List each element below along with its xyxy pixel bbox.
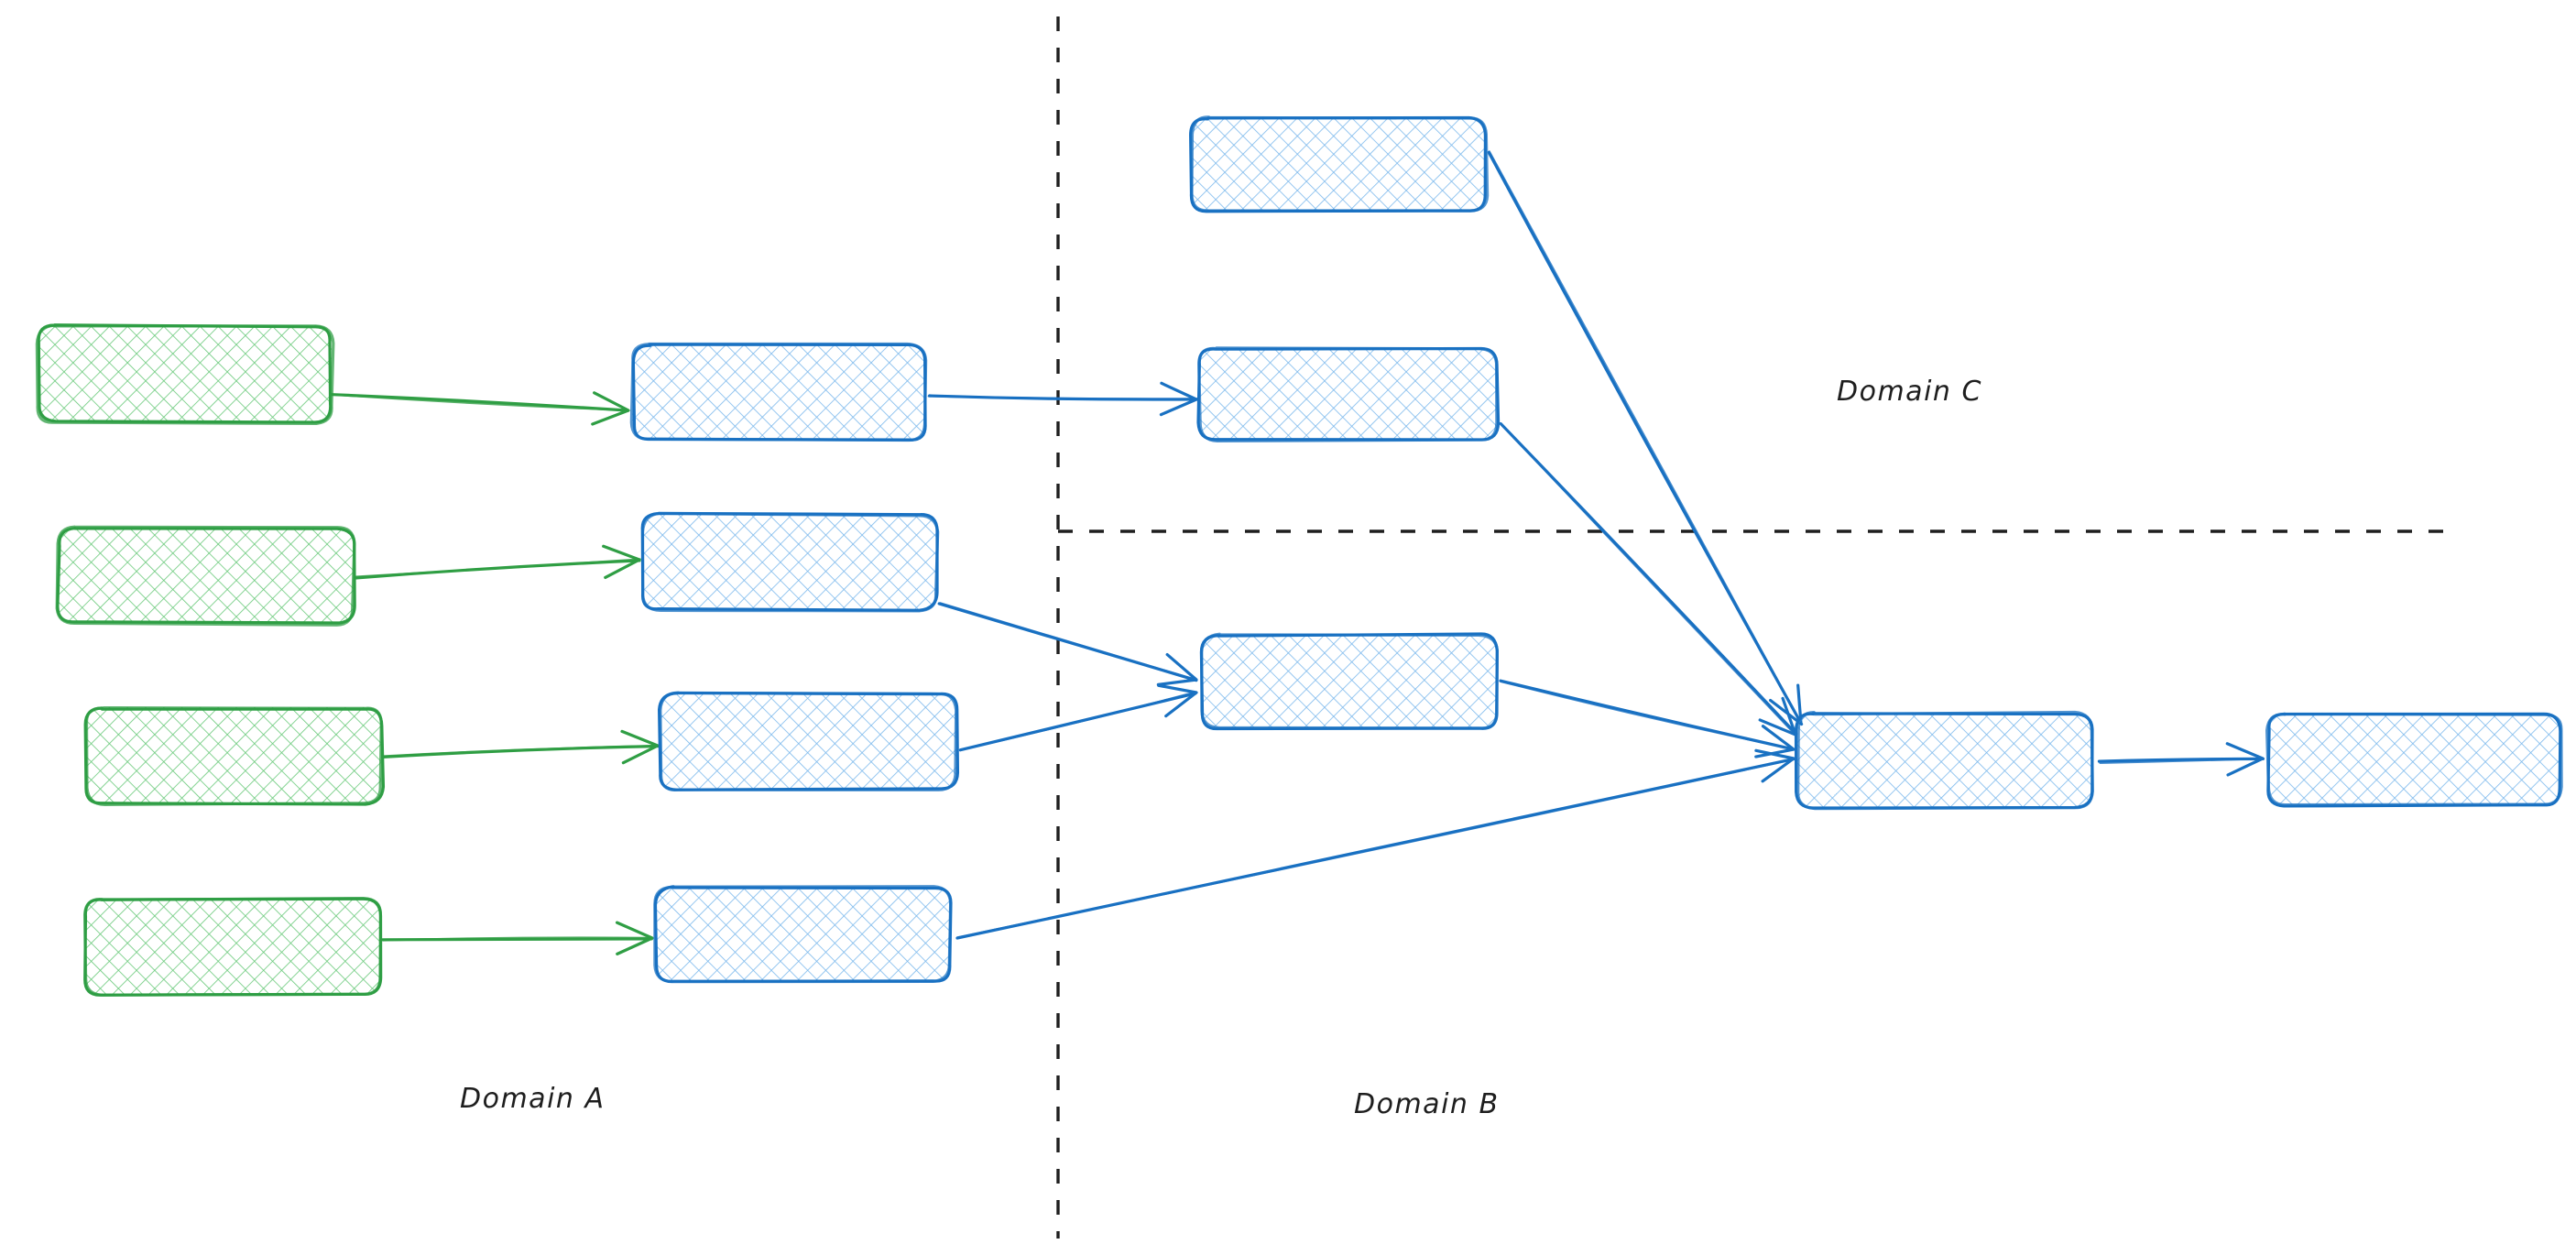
edge-e-a1-b1 bbox=[330, 391, 630, 426]
node-outline bbox=[2265, 712, 2563, 807]
node-hub[interactable] bbox=[1794, 710, 2094, 811]
node-outline bbox=[1200, 632, 1499, 730]
edge-e-b4-hub bbox=[955, 748, 1796, 940]
edge-arrowhead bbox=[1157, 683, 1198, 718]
node-hit-b2[interactable] bbox=[643, 515, 936, 610]
node-group bbox=[35, 115, 2563, 997]
node-outline bbox=[653, 885, 953, 984]
node-b4[interactable] bbox=[653, 885, 953, 984]
edge-stroke bbox=[939, 602, 1197, 681]
node-fill-hatch-b bbox=[643, 515, 936, 610]
node-fill-hatch-b bbox=[661, 694, 956, 790]
edge-e-a3-b3 bbox=[381, 729, 660, 765]
edge-stroke bbox=[2099, 758, 2265, 764]
node-outline bbox=[35, 323, 335, 425]
node-fill-hatch-b bbox=[86, 900, 381, 995]
node-c2[interactable] bbox=[1196, 346, 1501, 443]
node-hit-a1[interactable] bbox=[38, 326, 332, 421]
edge-stroke bbox=[1500, 680, 1796, 750]
node-outline bbox=[84, 705, 383, 806]
edge-arrowhead bbox=[1156, 652, 1198, 686]
edge-stroke bbox=[1488, 150, 1802, 725]
edge-e-c1-hub bbox=[1487, 150, 1804, 726]
node-hit-c1[interactable] bbox=[1193, 117, 1486, 211]
edge-stroke bbox=[382, 745, 659, 758]
node-outline bbox=[1796, 710, 2094, 811]
node-outline bbox=[1197, 346, 1499, 443]
node-a2[interactable] bbox=[55, 525, 356, 627]
edge-arrowhead bbox=[591, 391, 630, 426]
node-fill-hatch-b bbox=[1193, 117, 1486, 211]
edge-stroke bbox=[382, 936, 653, 942]
node-fill-hatch-b bbox=[86, 707, 381, 804]
node-fill-hatch-b bbox=[1202, 636, 1497, 729]
node-fill-hatch-b bbox=[59, 528, 354, 623]
node-fill-hatch-b bbox=[1797, 713, 2092, 808]
node-fill-hatch-b bbox=[656, 887, 951, 982]
edge-e-a4-b4 bbox=[381, 921, 654, 955]
node-b3[interactable] bbox=[657, 691, 960, 791]
node-a1[interactable] bbox=[35, 323, 335, 425]
edge-e-c2-hub bbox=[1499, 421, 1798, 737]
node-outline bbox=[1190, 115, 1490, 213]
edge-arrowhead bbox=[2225, 742, 2265, 777]
node-hit-b1[interactable] bbox=[632, 344, 925, 440]
node-fill-hatch-b bbox=[2268, 713, 2560, 804]
edge-stroke bbox=[927, 395, 1197, 400]
node-hit-hub[interactable] bbox=[1797, 713, 2092, 808]
edge-arrowhead bbox=[620, 729, 660, 765]
node-hit-c2[interactable] bbox=[1200, 348, 1497, 440]
edge-stroke bbox=[331, 393, 629, 411]
node-hit-b3[interactable] bbox=[661, 694, 956, 790]
node-c1[interactable] bbox=[1189, 115, 1490, 213]
node-sink[interactable] bbox=[2265, 712, 2563, 808]
edge-stroke bbox=[1499, 421, 1797, 737]
node-b1[interactable] bbox=[629, 342, 928, 442]
edge-e-a2-b2 bbox=[354, 544, 641, 580]
divider-group bbox=[1056, 16, 2455, 1239]
node-a3[interactable] bbox=[83, 705, 386, 806]
edge-e-b1-c2 bbox=[927, 381, 1199, 417]
node-hit-a4[interactable] bbox=[86, 900, 381, 995]
node-outline bbox=[55, 525, 356, 627]
edge-stroke bbox=[959, 691, 1197, 751]
edge-stroke bbox=[354, 558, 641, 578]
edge-e-b2-c3 bbox=[937, 602, 1198, 686]
node-outline bbox=[82, 896, 382, 997]
edge-arrowhead bbox=[1754, 725, 1796, 758]
node-fill-hatch-b bbox=[38, 326, 332, 421]
edge-arrowhead bbox=[602, 544, 641, 580]
edge-e-b3-c3 bbox=[958, 683, 1198, 752]
edge-stroke bbox=[955, 758, 1796, 939]
edge-e-c3-hub bbox=[1499, 679, 1796, 758]
node-outline bbox=[659, 691, 958, 791]
domain-label-domain-c: Domain C bbox=[1837, 376, 1982, 408]
node-outline bbox=[629, 342, 928, 442]
edge-e-hub-sink bbox=[2097, 742, 2265, 777]
node-outline bbox=[640, 511, 940, 613]
edge-group bbox=[330, 150, 2265, 955]
node-hit-sink[interactable] bbox=[2268, 713, 2560, 804]
node-hit-a3[interactable] bbox=[86, 707, 381, 804]
node-fill-hatch-b bbox=[1200, 348, 1497, 440]
node-hit-c3[interactable] bbox=[1202, 636, 1497, 729]
node-hit-b4[interactable] bbox=[656, 887, 951, 982]
edge-arrowhead bbox=[1159, 381, 1198, 417]
node-hit-a2[interactable] bbox=[59, 528, 354, 623]
node-fill-hatch-b bbox=[632, 344, 925, 440]
node-b2[interactable] bbox=[640, 511, 940, 613]
node-c3[interactable] bbox=[1199, 632, 1499, 731]
edge-arrowhead bbox=[615, 921, 654, 955]
node-a4[interactable] bbox=[82, 896, 383, 997]
domain-label-domain-a: Domain A bbox=[460, 1083, 606, 1115]
domain-label-domain-b: Domain B bbox=[1354, 1088, 1500, 1120]
